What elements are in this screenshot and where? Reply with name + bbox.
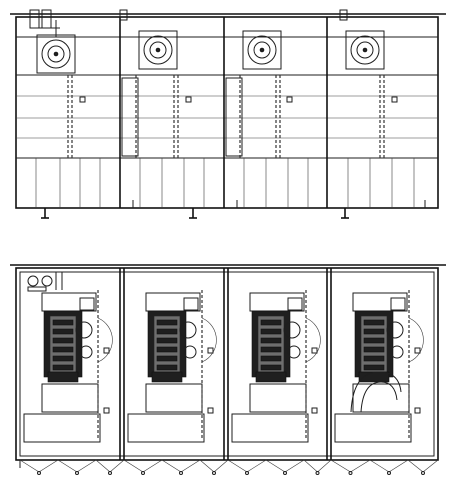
alternator (249, 383, 307, 413)
brace (369, 459, 390, 473)
elevation-view (10, 9, 446, 219)
brace (227, 459, 248, 473)
pivot (348, 471, 353, 475)
brace (303, 459, 318, 473)
marker-square (103, 347, 110, 354)
brace (38, 459, 59, 473)
base-frame (19, 459, 439, 475)
pivot (212, 471, 216, 475)
marker-square (391, 96, 398, 103)
generator-module-2 (127, 290, 217, 443)
diesel-generator-icon (251, 297, 303, 383)
pivot (315, 471, 320, 475)
control-panel (23, 413, 101, 443)
brace (199, 459, 215, 473)
pivot (283, 471, 287, 475)
marker-square (414, 347, 421, 354)
fan-unit-4 (345, 30, 385, 70)
brace (265, 459, 286, 473)
circular-fan-icon (143, 35, 173, 65)
pivot (108, 471, 112, 475)
brace (407, 459, 424, 473)
pipe-fittings (27, 271, 63, 292)
fan-unit-1 (36, 34, 76, 74)
control-panel (231, 413, 309, 443)
brace (213, 459, 229, 473)
pivot (75, 471, 79, 475)
generator-module-3 (231, 290, 321, 443)
plan-view (10, 264, 446, 475)
brace (246, 459, 267, 473)
radiator (145, 292, 201, 312)
alternator (41, 383, 99, 413)
marker-square (286, 96, 293, 103)
control-panel (127, 413, 205, 443)
diesel-generator-icon (43, 297, 95, 383)
brace (142, 459, 163, 473)
marker-square (207, 347, 214, 354)
marker-square (207, 407, 214, 414)
exhaust-stacks (29, 9, 348, 37)
plan-outline (15, 267, 439, 461)
radiator (41, 292, 97, 312)
alternator (145, 383, 203, 413)
marker-square (79, 96, 86, 103)
circular-fan-icon (247, 35, 277, 65)
circular-fan-icon (350, 35, 380, 65)
marker-square (414, 407, 421, 414)
diesel-generator-icon (147, 297, 199, 383)
pivot (421, 471, 425, 475)
exhaust-bend (350, 371, 402, 413)
pivot (141, 471, 145, 475)
pivot (179, 471, 183, 475)
circular-fan-icon (41, 39, 71, 69)
door-swing-arc-icon (305, 317, 321, 363)
brace (95, 459, 111, 473)
generator-module-1 (23, 290, 113, 443)
pivot (37, 471, 41, 475)
radiator (249, 292, 305, 312)
elevation-outline (15, 16, 439, 209)
radiator (352, 292, 408, 312)
brace (19, 459, 40, 473)
brace (76, 459, 97, 473)
fan-unit-2 (138, 30, 178, 70)
brace (388, 459, 409, 473)
brace (109, 459, 125, 473)
pivot (387, 471, 391, 475)
brace (180, 459, 201, 473)
diesel-generator-icon (354, 297, 406, 383)
marker-square (311, 347, 318, 354)
brace (422, 459, 439, 473)
marker-square (311, 407, 318, 414)
access-door (225, 77, 243, 157)
louvre-panels (35, 158, 415, 208)
support-legs (41, 200, 426, 219)
plan-inner-outline (19, 271, 435, 457)
control-panel (334, 413, 412, 443)
pivot (245, 471, 249, 475)
brace (123, 459, 144, 473)
marker-square (185, 96, 192, 103)
access-door (121, 77, 139, 157)
brace (317, 459, 332, 473)
brace (330, 459, 351, 473)
generator-module-4 (334, 290, 424, 443)
marker-square (103, 407, 110, 414)
brace (350, 459, 371, 473)
door-swing-arc-icon (201, 317, 217, 363)
brace (284, 459, 305, 473)
door-swing-arc-icon (408, 317, 424, 363)
generator-modules (23, 290, 424, 443)
fan-unit-3 (242, 30, 282, 70)
door-swing-arc-icon (97, 317, 113, 363)
brace (161, 459, 182, 473)
stiffener-columns (67, 75, 385, 158)
brace (57, 459, 78, 473)
exhaust-bend (360, 381, 398, 413)
